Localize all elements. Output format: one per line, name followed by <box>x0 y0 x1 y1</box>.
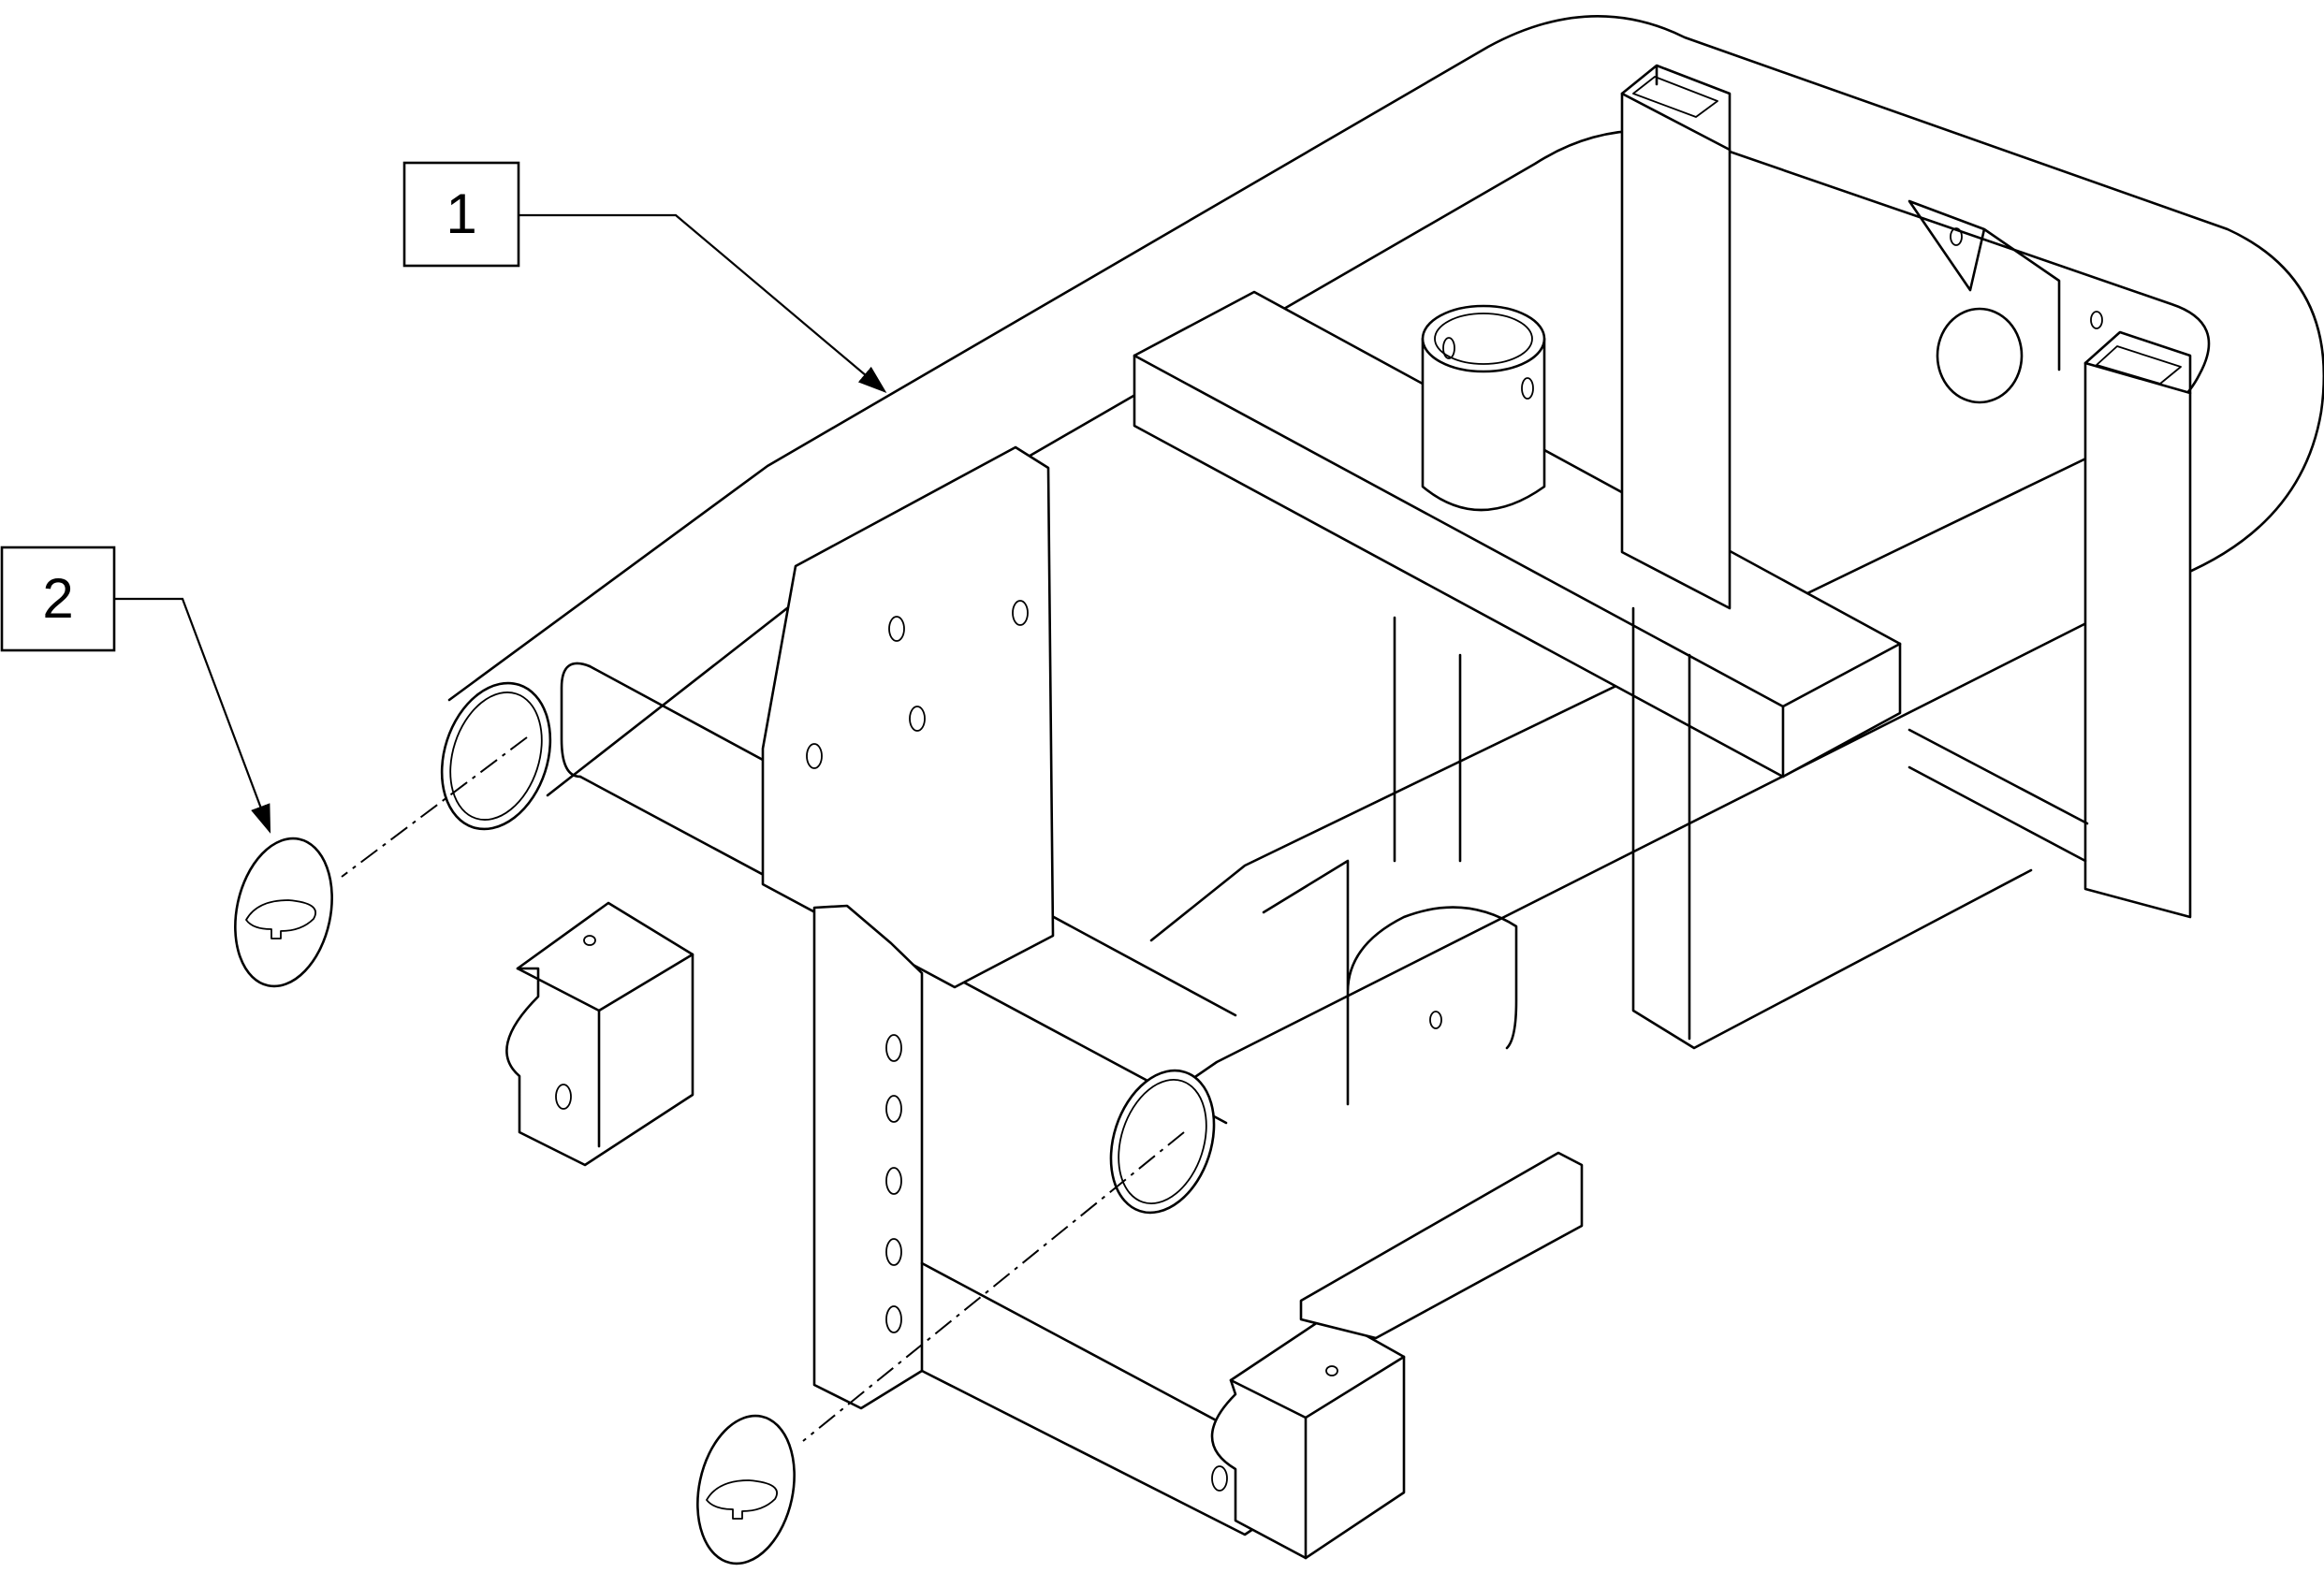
cap-clip-icon <box>245 899 316 939</box>
rear-cross-member <box>1133 290 1902 779</box>
rear-knob <box>1936 307 2024 404</box>
front-crossbar-cap-left <box>560 662 592 779</box>
callout-2-label: 2 <box>42 567 73 630</box>
cap-alignment-line-front <box>802 1131 1185 1442</box>
front-step-bar <box>1299 1151 1584 1340</box>
callout-2-leader <box>114 597 271 834</box>
cap-alignment-line-left <box>341 736 528 878</box>
cap-clip-icon <box>706 1479 778 1520</box>
rear-bracket <box>1907 199 2061 371</box>
front-tube-opening <box>1109 1069 1216 1215</box>
rear-square-tube-left <box>1620 92 1732 610</box>
callout-2: 2 <box>0 546 271 834</box>
vertical-post-tube <box>1421 337 1546 512</box>
front-tube-opening-inner <box>1118 1079 1207 1204</box>
rear-square-tube-right <box>2083 361 2192 919</box>
frame-assembly <box>440 15 2324 1560</box>
left-tube-opening-inner <box>449 692 543 821</box>
frame-outer-tube <box>447 15 2324 1115</box>
vertical-post-top <box>1421 304 1546 373</box>
end-cap-left <box>234 837 333 988</box>
callout-1: 1 <box>402 161 887 393</box>
lower-rear-brace <box>1631 606 2033 1050</box>
left-tube-opening <box>440 681 552 831</box>
right-mounting-bracket <box>1210 1313 1406 1560</box>
end-cap-front <box>696 1414 796 1565</box>
mid-right-plate <box>1262 616 1518 1106</box>
callout-1-label: 1 <box>446 182 476 245</box>
callout-1-leader <box>519 213 887 393</box>
front-post-with-holes <box>812 904 924 1410</box>
center-plate <box>761 445 1055 989</box>
